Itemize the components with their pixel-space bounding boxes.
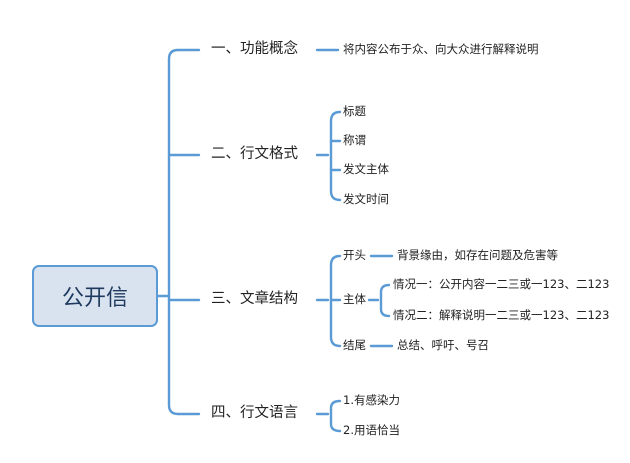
leaf-body-case-1[interactable]: 情况一：公开内容一二三或一123、二123 xyxy=(393,277,610,291)
leaf-title[interactable]: 标题 xyxy=(343,104,366,118)
connector-trunk xyxy=(167,48,180,416)
leaf-issuer[interactable]: 发文主体 xyxy=(343,162,389,176)
leaf-proper-wording[interactable]: 2.用语恰当 xyxy=(343,423,400,437)
root-node[interactable]: 公开信 xyxy=(32,265,158,327)
leaf-body-case-2[interactable]: 情况二：解释说明一二三或一123、二123 xyxy=(393,308,610,322)
branch-document-format[interactable]: 二、行文格式 xyxy=(211,146,298,162)
leaf-main-body[interactable]: 主体 xyxy=(343,292,366,306)
connector-b2-bracket xyxy=(329,110,342,202)
leaf-issue-time[interactable]: 发文时间 xyxy=(343,192,389,206)
connector-b4-bracket xyxy=(329,399,342,433)
leaf-opening[interactable]: 开头 xyxy=(343,248,366,262)
leaf-salutation[interactable]: 称谓 xyxy=(343,133,366,147)
branch-document-language[interactable]: 四、行文语言 xyxy=(211,405,298,421)
leaf-summary-call[interactable]: 总结、呼吁、号召 xyxy=(397,338,489,352)
leaf-publish-explain[interactable]: 将内容公布于众、向大众进行解释说明 xyxy=(343,42,539,56)
leaf-ending[interactable]: 结尾 xyxy=(343,338,366,352)
leaf-background-reason[interactable]: 背景缘由，如存在问题及危害等 xyxy=(397,248,558,262)
connector-body-bracket xyxy=(379,283,391,318)
branch-function-concept[interactable]: 一、功能概念 xyxy=(211,41,298,57)
branch-article-structure[interactable]: 三、文章结构 xyxy=(211,291,298,307)
leaf-appealing[interactable]: 1.有感染力 xyxy=(343,393,400,407)
